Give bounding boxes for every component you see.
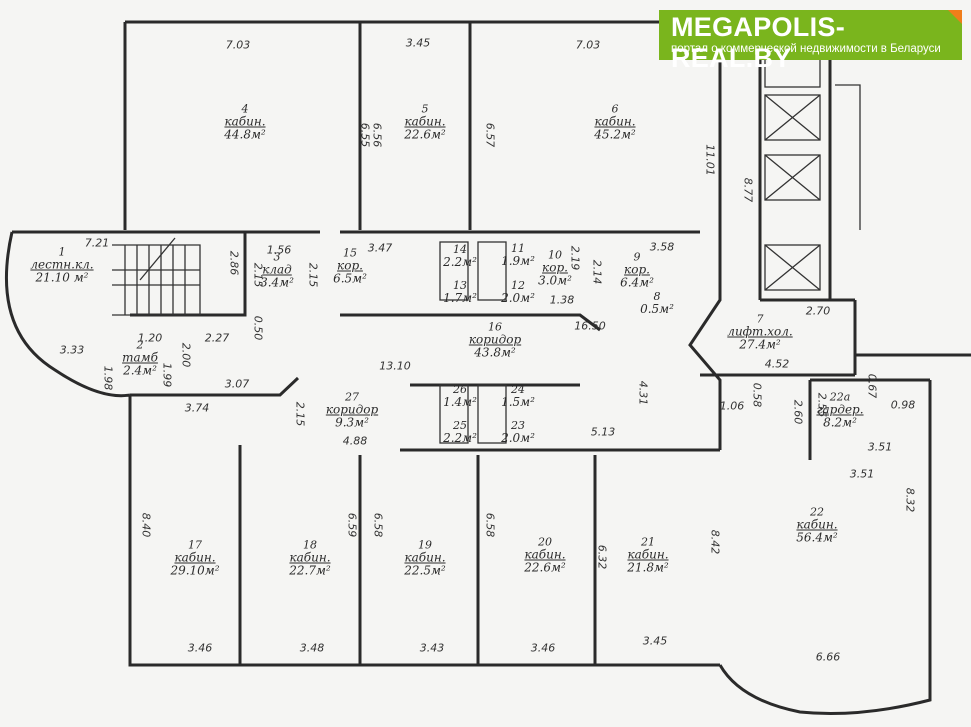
dimension: 3.74	[184, 401, 210, 415]
dimension: 2.15	[251, 262, 265, 288]
dimension: 3.43	[419, 641, 445, 655]
dimension: 8.77	[741, 177, 755, 203]
dimension: 3.51	[849, 467, 875, 481]
dimension: 3.46	[530, 641, 556, 655]
dimension: 4.52	[764, 357, 790, 371]
dimension: 6.32	[595, 544, 609, 570]
dimension: 6.59	[345, 512, 359, 538]
dimension: 2.70	[805, 304, 831, 318]
dimension: 0.50	[251, 315, 265, 341]
dimension: 6.58	[371, 512, 385, 538]
megapolis-logo[interactable]: MEGAPOLIS-REAL.BY портал о коммерческой …	[659, 10, 962, 73]
dimension: 5.13	[590, 425, 616, 439]
dimension: 6.58	[483, 512, 497, 538]
dimension: 7.03	[575, 38, 601, 52]
dimension: 7.21	[84, 236, 110, 250]
dimension: 6.57	[483, 122, 497, 148]
dimension: 3.48	[299, 641, 325, 655]
logo-corner-fold	[948, 10, 962, 24]
dimension: 6.66	[815, 650, 841, 664]
dimension: 8.32	[903, 487, 917, 513]
dimension: 2.15	[306, 262, 320, 288]
dimension: 3.33	[59, 343, 85, 357]
dimension: 1.06	[719, 399, 745, 413]
dimension: 16.50	[574, 319, 606, 333]
dimension: 0.98	[890, 398, 916, 412]
dimension: 3.58	[649, 240, 675, 254]
dimension: 0.67	[865, 373, 879, 399]
dimension: 2.15	[293, 401, 307, 427]
dimension: 2.55	[815, 392, 829, 418]
dimension: 1.56	[266, 243, 292, 257]
logo-subtitle: портал о коммерческой недвижимости в Бел…	[671, 43, 941, 55]
dimension: 3.47	[367, 241, 393, 255]
dimension: 3.46	[187, 641, 213, 655]
dimension: 13.10	[379, 359, 411, 373]
dimension: 3.45	[642, 634, 668, 648]
dimension: 8.40	[139, 512, 153, 538]
dimension: 4.31	[636, 380, 650, 406]
dimension: 1.98	[101, 365, 115, 391]
dimension: 4.88	[342, 434, 368, 448]
dimension: 11.01	[703, 144, 717, 176]
dimension: 3.51	[867, 440, 893, 454]
dimension: 2.60	[791, 399, 805, 425]
dimension: 7.03	[225, 38, 251, 52]
dimension: 8.42	[708, 529, 722, 555]
dimension: 3.45	[405, 36, 431, 50]
dimension: 2.00	[179, 342, 193, 368]
dimension: 2.86	[227, 250, 241, 276]
dimension: 1.20	[137, 331, 163, 345]
dimension: 1.38	[549, 293, 575, 307]
dimension: 2.27	[204, 331, 230, 345]
dimension: 3.07	[224, 377, 250, 391]
dimension: 6.56	[370, 122, 384, 148]
logo-title: MEGAPOLIS-REAL.BY	[671, 12, 846, 73]
dimension: 1.99	[160, 362, 174, 388]
dimension: 2.14	[590, 259, 604, 285]
dimension: 0.58	[750, 382, 764, 408]
dimension: 2.19	[568, 245, 582, 271]
